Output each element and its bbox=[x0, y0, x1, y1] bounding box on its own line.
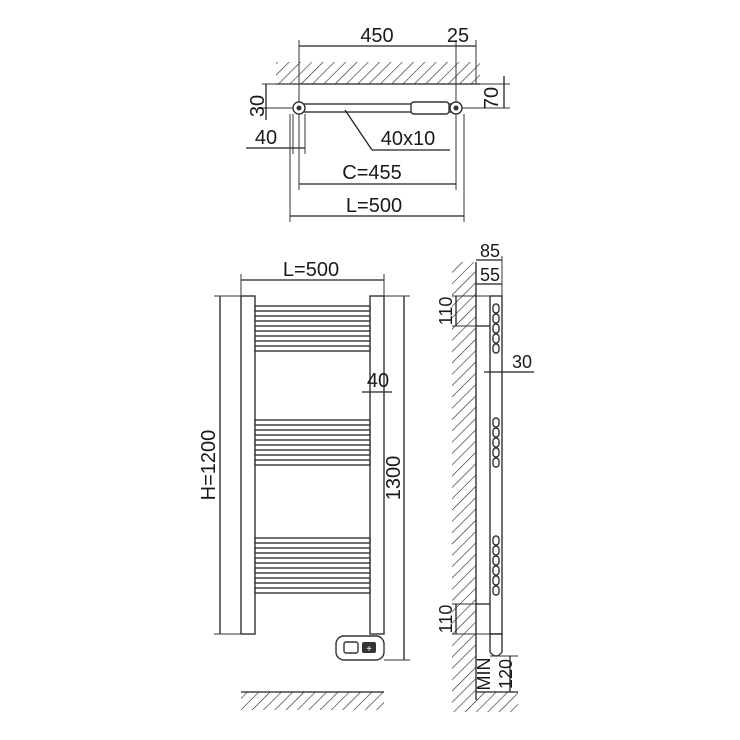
rung-0-0 bbox=[254, 305, 371, 312]
dim-c-label: C=455 bbox=[342, 162, 402, 184]
slot-0-2 bbox=[492, 323, 500, 334]
rung-slots bbox=[492, 303, 500, 596]
slot-0-4 bbox=[492, 343, 500, 354]
rung-1-3 bbox=[254, 449, 371, 456]
slot-1-0 bbox=[492, 417, 500, 428]
dim-120-label: 120 bbox=[496, 659, 516, 689]
rung-2-0 bbox=[254, 537, 371, 544]
slot-0-1 bbox=[492, 313, 500, 324]
slot-2-5 bbox=[492, 585, 500, 596]
top-view: 450 25 30 70 40 40x10 C= bbox=[246, 25, 510, 222]
slot-1-3 bbox=[492, 447, 500, 458]
controller-display bbox=[343, 641, 359, 654]
slot-2-3 bbox=[492, 565, 500, 576]
rung-2-2 bbox=[254, 557, 371, 564]
rung-1-4 bbox=[254, 459, 371, 466]
dim-40-label-front: 40 bbox=[367, 370, 389, 392]
dim-40-label-top: 40 bbox=[255, 127, 277, 149]
dim-profile-label: 40x10 bbox=[381, 128, 436, 150]
heater-element-top bbox=[410, 101, 450, 115]
slot-2-0 bbox=[492, 535, 500, 546]
dim-h-label: H=1200 bbox=[198, 430, 220, 501]
rung-0-1 bbox=[254, 315, 371, 322]
heater-bottom bbox=[489, 633, 503, 657]
front-view: L=500 + H=1200 1300 40 bbox=[198, 259, 410, 710]
slot-1-1 bbox=[492, 427, 500, 438]
rung-0-4 bbox=[254, 345, 371, 352]
slot-1-4 bbox=[492, 457, 500, 468]
rung-1-2 bbox=[254, 439, 371, 446]
dim-110-top-label: 110 bbox=[436, 297, 456, 326]
rung-2-1 bbox=[254, 547, 371, 554]
rung-1-0 bbox=[254, 419, 371, 426]
controller-plus-icon: + bbox=[366, 644, 372, 655]
rung-0-2 bbox=[254, 325, 371, 332]
dim-85-label: 85 bbox=[480, 241, 500, 261]
rung-0-3 bbox=[254, 335, 371, 342]
bracket-left-pin bbox=[296, 105, 302, 111]
rung-2-5 bbox=[254, 587, 371, 594]
dim-70-label: 70 bbox=[481, 87, 503, 109]
slot-2-4 bbox=[492, 575, 500, 586]
rung-2-4 bbox=[254, 577, 371, 584]
dim-450-label: 450 bbox=[360, 25, 393, 47]
dim-l-label-top: L=500 bbox=[346, 195, 402, 217]
dim-25-label: 25 bbox=[447, 25, 469, 47]
dim-1300-label: 1300 bbox=[383, 456, 405, 501]
slot-2-1 bbox=[492, 545, 500, 556]
leader-40x10 bbox=[344, 109, 373, 151]
dim-110-bottom-label: 110 bbox=[436, 605, 456, 634]
dim-min-label: MIN bbox=[474, 658, 494, 691]
slot-2-2 bbox=[492, 555, 500, 566]
floor-hatch-side bbox=[452, 692, 518, 712]
dim-30-label: 30 bbox=[247, 95, 269, 117]
slot-1-2 bbox=[492, 437, 500, 448]
bracket-right-pin bbox=[453, 105, 459, 111]
wall-hatch-top bbox=[276, 62, 480, 84]
dim-55-label: 55 bbox=[480, 265, 500, 285]
dim-l-label-front: L=500 bbox=[283, 259, 339, 281]
left-side-tube bbox=[240, 295, 256, 635]
dim-30-side-label: 30 bbox=[512, 352, 532, 372]
controller-body bbox=[335, 635, 385, 661]
rung-groups bbox=[254, 305, 371, 594]
slot-0-3 bbox=[492, 333, 500, 344]
rung-1-1 bbox=[254, 429, 371, 436]
rung-2-3 bbox=[254, 567, 371, 574]
right-side-tube bbox=[369, 295, 385, 635]
side-view: 85 55 110 30 110 MIN 120 bbox=[436, 241, 534, 712]
slot-0-0 bbox=[492, 303, 500, 314]
floor-hatch-front bbox=[241, 692, 384, 710]
controller-button bbox=[362, 642, 376, 653]
